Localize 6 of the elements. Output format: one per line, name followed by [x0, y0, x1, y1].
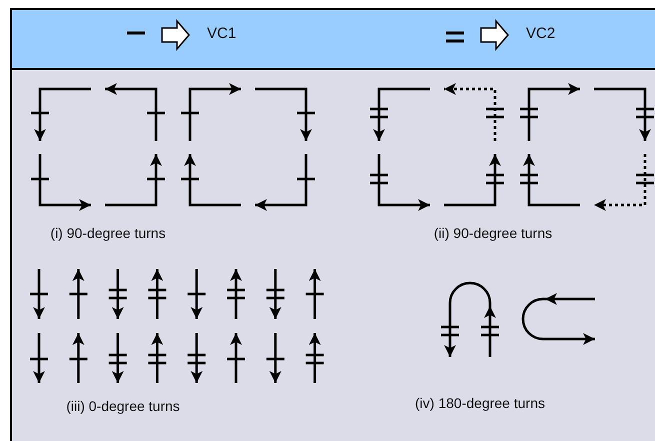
legend-label: VC2 — [526, 25, 556, 42]
caption: (ii) 90-degree turns — [434, 225, 552, 241]
caption: (iii) 0-degree turns — [66, 398, 180, 414]
caption: (iv) 180-degree turns — [415, 395, 545, 411]
caption: (i) 90-degree turns — [50, 225, 166, 241]
legend-label: VC1 — [207, 25, 236, 42]
